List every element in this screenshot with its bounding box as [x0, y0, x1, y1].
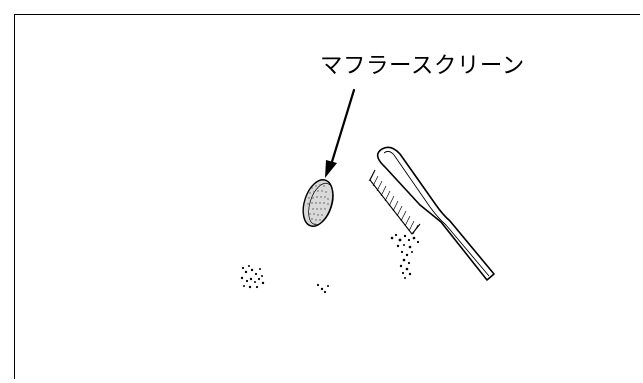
cleaning-brush — [368, 146, 495, 281]
callout-label-muffler-screen: マフラースクリーン — [320, 53, 525, 79]
debris-falling — [390, 233, 420, 279]
debris-pile-middle — [316, 283, 329, 294]
muffler-screen — [302, 179, 334, 227]
callout-arrow — [325, 88, 356, 178]
debris-pile-left — [240, 265, 265, 289]
